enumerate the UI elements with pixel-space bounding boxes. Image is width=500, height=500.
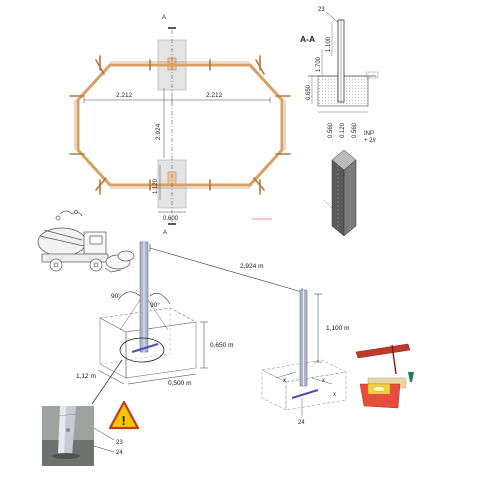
section-dim-embed: 0.650 [306,84,312,100]
dim-block-width: 0.600 [163,216,179,222]
section-title: A-A [300,34,315,44]
block-width-label: 0,500 m [168,380,192,387]
dim-right-width: 2.212 [206,92,223,99]
dim-block-depth: 1.120 [153,178,159,194]
section-dim-post-total: 1.700 [316,56,322,72]
photo-callout-23: 23 [116,440,123,446]
section-mark-bottom: A [163,230,167,236]
section-view: A-A 23 1.100 1.700 0.650 0.560 0.120 0.5… [252,7,379,237]
steel-profile [323,149,357,237]
section-dim-post-upper: 1.100 [326,36,332,52]
section-dim-base-right: 0.560 [352,122,358,138]
span-dimension: 2,924 m [149,244,303,296]
concrete-mixer-illustration [37,210,135,273]
timber-frame [76,63,284,187]
profile-label-line1: INP [364,131,374,137]
angle-left: 90° [111,292,121,300]
span-label: 2,924 m [240,263,264,270]
section-callout-23: 23 [318,7,325,13]
perspective-left-foundation: 90° 90° 0,650 m 1,12 m 0,500 m [76,241,234,387]
profile-label-line2: + 2/r [364,138,376,144]
perspective-right-foundation: 1,100 m x x x 24 [261,289,350,426]
photo-callout-24: 24 [116,450,123,456]
bracket-level-illustration [355,343,414,409]
plan-view: A A 2.212 2.212 2.924 1.120 0.600 [69,15,291,236]
x-mark-3: x [333,392,336,398]
callout-24-right: 24 [298,420,305,426]
block-length-label: 1,12 m [76,373,96,380]
warning-symbol: ! [122,413,126,428]
section-dim-base-mid: 0.120 [340,122,346,138]
x-mark-2: x [322,378,325,384]
photo-inset: 23 24 [42,406,123,466]
dim-left-width: 2.212 [116,92,133,99]
x-mark-1: x [283,378,286,384]
dim-length: 2.924 [155,123,162,140]
warning-icon: ! [108,400,140,430]
section-mark-top: A [162,15,166,21]
angle-right: 90° [150,301,160,309]
depth-label: 0,650 m [210,342,234,349]
post-height-label: 1,100 m [326,325,350,332]
section-dim-base-left: 0.560 [328,122,334,138]
